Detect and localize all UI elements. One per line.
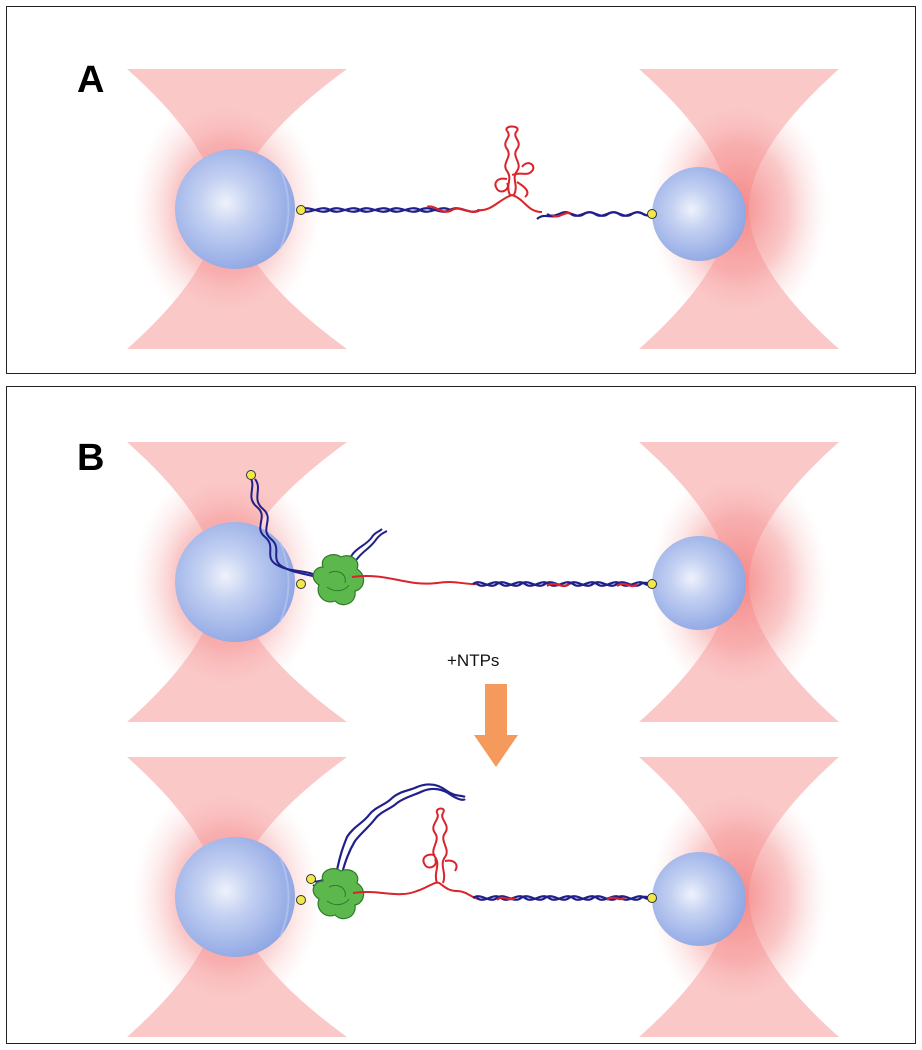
dna-duplex-left	[299, 205, 481, 213]
dna-duplex-right	[536, 211, 653, 220]
reaction-label: +NTPs	[447, 651, 500, 670]
rna-hairpin	[476, 125, 543, 213]
attachment-handle-icon	[246, 470, 256, 480]
dna-exiting-strand	[333, 783, 466, 882]
panel-b: B	[6, 386, 916, 1044]
panel-a: A	[6, 6, 916, 374]
optical-trap-diagram-a	[127, 69, 839, 349]
attachment-handle-icon	[647, 579, 657, 589]
dna-duplex-right	[472, 895, 653, 901]
rna-hairpin	[352, 807, 480, 900]
panel-label-a: A	[77, 59, 105, 101]
arrow-down-icon	[474, 684, 518, 767]
bead-icon	[652, 852, 746, 946]
polymerase-icon	[312, 868, 365, 920]
dna-duplex-right	[472, 581, 653, 588]
attachment-handle-icon	[306, 874, 316, 884]
bead-icon	[175, 149, 295, 269]
panel-label-b: B	[77, 437, 105, 479]
dna-upstream-strand	[249, 476, 326, 582]
attachment-handle-icon	[647, 209, 657, 219]
rna-tether	[351, 575, 478, 586]
attachment-handle-icon	[647, 893, 657, 903]
polymerase-icon	[312, 554, 365, 606]
bead-icon	[175, 837, 295, 957]
bead-icon	[652, 536, 746, 630]
attachment-handle-icon	[296, 579, 306, 589]
attachment-handle-icon	[296, 895, 306, 905]
bead-icon	[652, 167, 746, 261]
bead-icon	[175, 522, 295, 642]
attachment-handle-icon	[296, 205, 306, 215]
optical-trap-diagram-b	[127, 442, 839, 1037]
